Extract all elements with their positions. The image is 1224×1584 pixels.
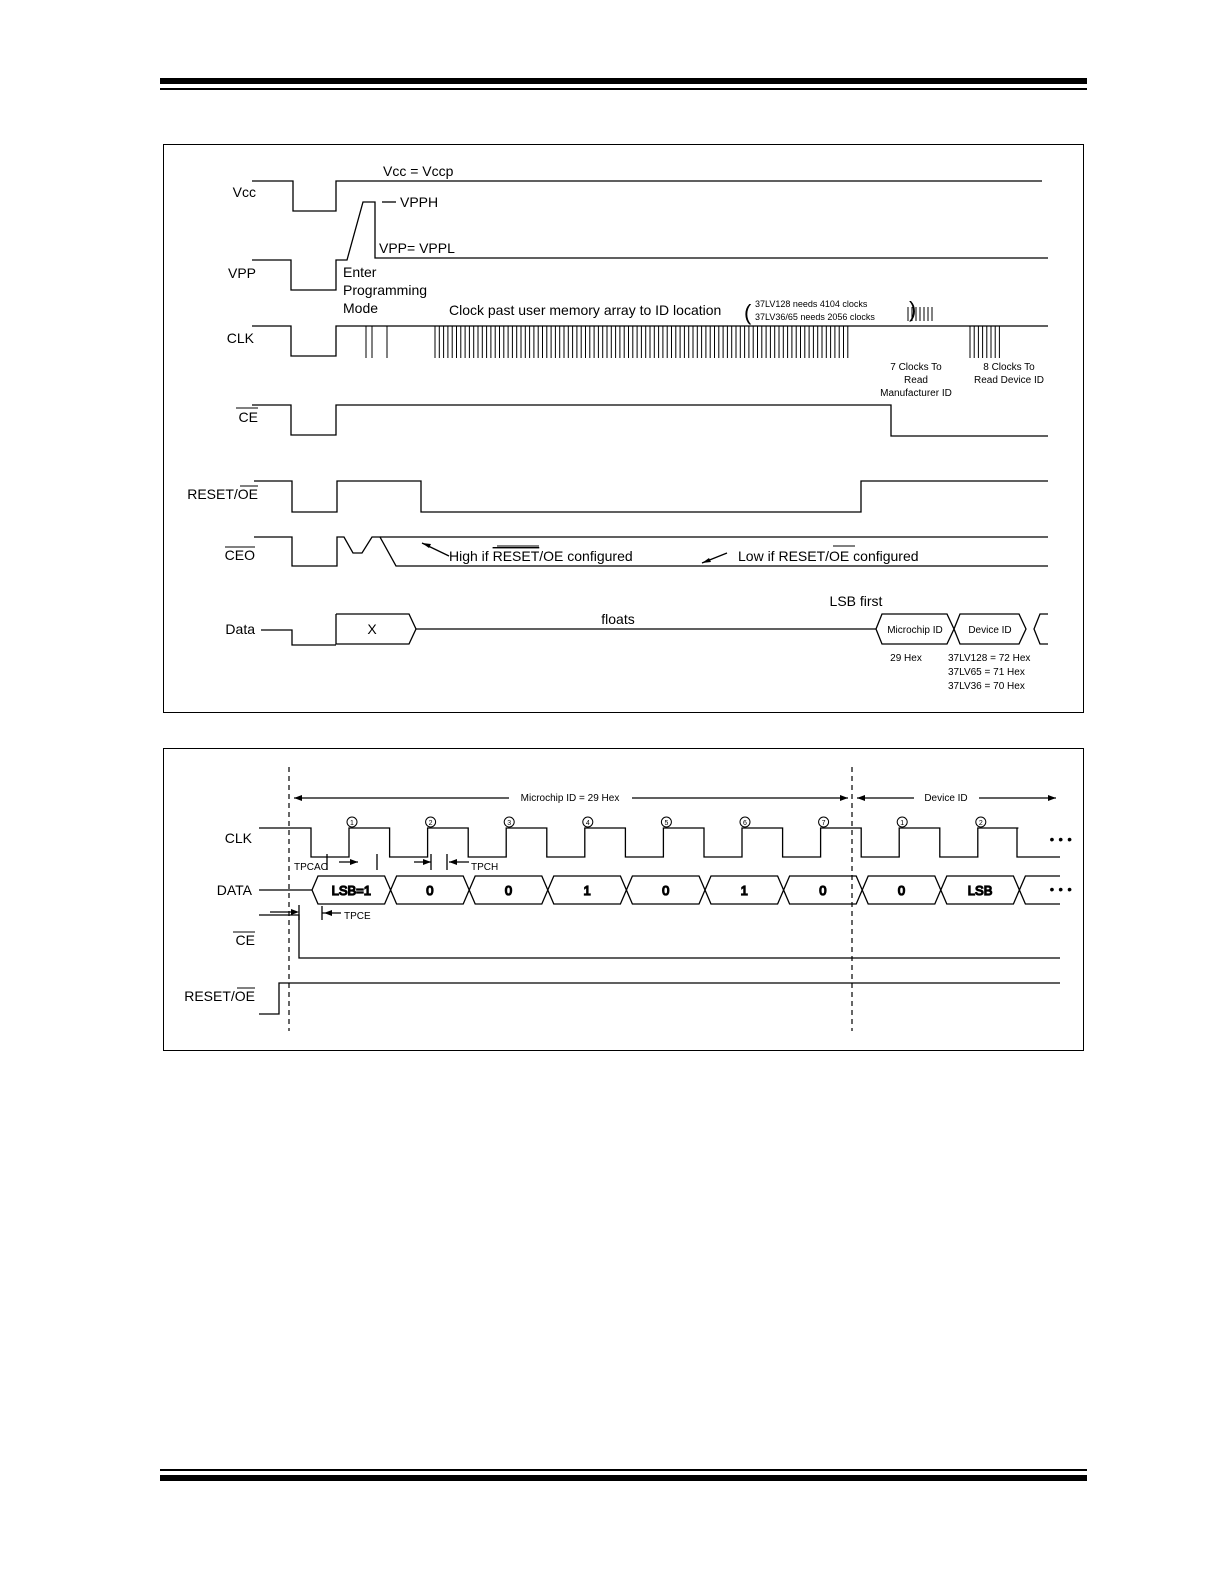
vpph-label: VPPH	[400, 194, 438, 210]
data-ellipsis: • • •	[1050, 881, 1073, 897]
clock-number-group: 1 2 3 4 5 6 7 1 2	[346, 816, 987, 828]
clock-number-label: 1	[900, 820, 904, 827]
data-bit-value: 0	[662, 883, 669, 898]
dev-clocks-line1: 8 Clocks To	[983, 362, 1035, 373]
dev-clocks-line2: Read Device ID	[974, 375, 1044, 386]
label-vpp: VPP	[228, 265, 256, 281]
data-bus-tail-top	[1018, 875, 1060, 891]
tpcac-label: TPCAC	[294, 862, 328, 873]
ce-waveform-2	[259, 914, 1060, 959]
dev-code-line3: 37LV36 = 70 Hex	[948, 681, 1025, 692]
data-x-label: X	[367, 621, 377, 637]
clock-number-circle	[660, 816, 672, 828]
clock-number-circle	[818, 816, 830, 828]
clock-number-label: 2	[979, 820, 983, 827]
header-rule-thin	[160, 88, 1087, 90]
data-bit-value: LSB=1	[332, 883, 371, 898]
data-bit-value: 0	[505, 883, 512, 898]
clock-number-circle	[975, 816, 987, 828]
footer-rule-thick	[160, 1475, 1087, 1481]
clock-number-label: 7	[822, 820, 826, 827]
span-microchip-id: Microchip ID = 29 Hex	[521, 793, 620, 804]
clock-number-circle	[503, 816, 515, 828]
vcc-waveform	[252, 180, 1042, 212]
clock-number-label: 4	[586, 820, 590, 827]
clock-number-label: 6	[743, 820, 747, 827]
vpp-level-label: VPP= VPPL	[379, 240, 455, 256]
reset-oe-waveform	[254, 480, 1048, 513]
data-bit-value: 0	[426, 883, 433, 898]
microchip-id-cell: Microchip ID	[887, 625, 943, 636]
enter-mode-line3: Mode	[343, 300, 378, 316]
label-data: Data	[225, 621, 255, 637]
reset-oe-waveform-2	[259, 982, 1060, 1015]
dev-code-line2: 37LV65 = 71 Hex	[948, 667, 1025, 678]
mfr-clocks-line1: 7 Clocks To	[890, 362, 942, 373]
clock-note-line2: 37LV36/65 needs 2056 clocks	[755, 312, 875, 322]
label-reset-oe-2: RESET/OE	[184, 988, 255, 1004]
label-vcc: Vcc	[233, 184, 256, 200]
ceo-high-note: High if RESET/OE configured	[449, 548, 633, 564]
clock-past-label: Clock past user memory array to ID locat…	[449, 302, 721, 318]
clock-number-circle	[582, 816, 594, 828]
header-rule-thick	[160, 78, 1087, 84]
figure2-timing-diagram: LSB=1 0 0 1 0 1 0 0 LSB 1 2 3 4 5 6 7 1 2 Microchip ID =…	[184, 767, 1073, 1031]
mfr-clocks-line3: Manufacturer ID	[880, 388, 952, 399]
ce-waveform	[252, 404, 1048, 437]
clk-waveform	[252, 325, 1048, 357]
data-bit-value: LSB	[968, 883, 993, 898]
mfr-clocks-line2: Read	[904, 375, 928, 386]
label-clk-2: CLK	[225, 830, 253, 846]
clock-number-circle	[739, 816, 751, 828]
figure2-panel: LSB=1 0 0 1 0 1 0 0 LSB 1 2 3 4 5 6 7 1 2 Microchip ID =…	[163, 748, 1084, 1051]
data-waveform	[261, 629, 336, 646]
clock-number-label: 3	[507, 820, 511, 827]
figure1-panel: Vcc VPP CLK CE RESET/OE CEO Data Vcc = V…	[163, 144, 1084, 713]
tpch-label: TPCH	[471, 862, 498, 873]
data-bit-value: 1	[583, 883, 590, 898]
span-device-id: Device ID	[924, 793, 967, 804]
clock-number-circle	[346, 816, 358, 828]
label-clk: CLK	[227, 330, 255, 346]
enter-mode-line1: Enter	[343, 264, 377, 280]
hex29-label: 29 Hex	[890, 653, 922, 664]
ceo-waveform	[254, 536, 1048, 567]
footer-rule-thin	[160, 1469, 1087, 1471]
clock-number-circle	[896, 816, 908, 828]
vpp-waveform	[252, 201, 1048, 291]
device-id-cell: Device ID	[968, 625, 1011, 636]
data-bit-value: 0	[819, 883, 826, 898]
data-bit-value: 1	[741, 883, 748, 898]
lsb-first-label: LSB first	[830, 593, 883, 609]
clock-note-line1: 37LV128 needs 4104 clocks	[755, 299, 868, 309]
vcc-level-label: Vcc = Vccp	[383, 163, 454, 179]
label-ce: CE	[239, 409, 258, 425]
floats-label: floats	[601, 611, 634, 627]
data-bus-group: LSB=1 0 0 1 0 1 0 0 LSB	[311, 875, 1060, 905]
label-ce-2: CE	[236, 932, 255, 948]
data-bus-tail-bottom	[1018, 889, 1060, 905]
label-reset-oe: RESET/OE	[187, 486, 258, 502]
enter-mode-line2: Programming	[343, 282, 427, 298]
clock-note-open-paren: (	[744, 300, 752, 325]
clock-number-label: 1	[350, 820, 354, 827]
tpce-label: TPCE	[344, 911, 371, 922]
figure1-timing-diagram: Vcc VPP CLK CE RESET/OE CEO Data Vcc = V…	[187, 163, 1048, 692]
clk-waveform-2	[259, 827, 1060, 858]
ceo-low-note: Low if RESET/OE configured	[738, 548, 919, 564]
clock-number-label: 5	[664, 820, 668, 827]
clk-pulse-group	[365, 307, 1000, 358]
label-ceo: CEO	[225, 547, 255, 563]
label-data-2: DATA	[217, 882, 253, 898]
data-bit-value: 0	[898, 883, 905, 898]
dev-code-line1: 37LV128 = 72 Hex	[948, 653, 1030, 664]
clk-ellipsis: • • •	[1050, 831, 1073, 847]
clock-note-close-paren: )	[909, 297, 916, 322]
clock-number-label: 2	[429, 820, 433, 827]
clock-number-circle	[425, 816, 437, 828]
